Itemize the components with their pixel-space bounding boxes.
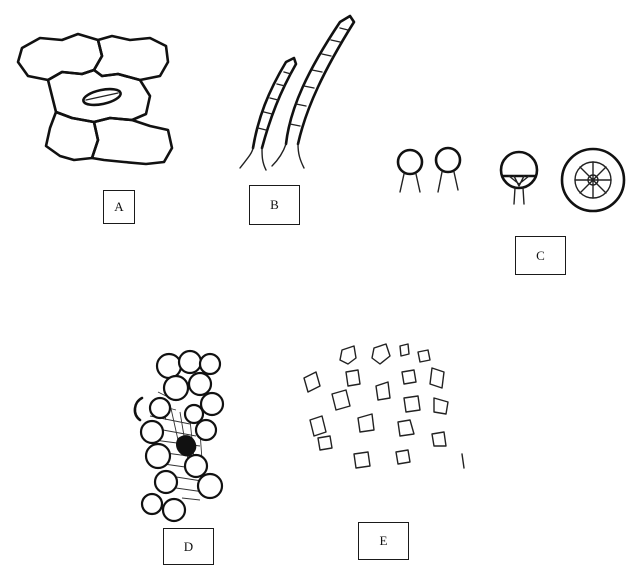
crystal	[376, 382, 390, 400]
crystal	[418, 350, 430, 362]
epidermal-cell	[92, 118, 172, 164]
crystal	[354, 452, 370, 468]
crystal	[304, 372, 320, 392]
crystal	[310, 416, 326, 436]
crystal	[398, 420, 414, 436]
parenchyma-cell	[163, 499, 185, 521]
parenchyma-cell	[157, 354, 181, 378]
panel-label-b: B	[249, 185, 300, 225]
crystal	[396, 450, 410, 464]
parenchyma-cell	[146, 444, 170, 468]
glandular-scale-side	[501, 152, 537, 188]
panel-c-glandular-hair-drawing	[398, 148, 624, 211]
crystal	[432, 432, 446, 446]
parenchyma-cell	[155, 471, 177, 493]
crystal	[346, 370, 360, 386]
panel-b-trichome-drawing	[240, 16, 354, 170]
crystal	[404, 396, 420, 412]
parenchyma-cell	[201, 393, 223, 415]
glandular-head	[398, 150, 422, 174]
panel-label-a: A	[103, 190, 135, 224]
panel-label-c: C	[515, 236, 566, 275]
epidermal-cell	[46, 112, 98, 160]
parenchyma-cell	[200, 354, 220, 374]
panel-label-e: E	[358, 522, 409, 560]
parenchyma-cell	[179, 351, 201, 373]
epidermal-cell	[94, 36, 168, 80]
crystal	[318, 436, 332, 450]
panel-d-parenchyma-drawing	[135, 351, 223, 521]
parenchyma-cell	[164, 376, 188, 400]
crystal	[372, 344, 390, 364]
parenchyma-cell	[185, 405, 203, 423]
parenchyma-cell	[150, 398, 170, 418]
parenchyma-cell	[198, 474, 222, 498]
parenchyma-cell	[189, 373, 211, 395]
glandular-head	[436, 148, 460, 172]
panel-label-d: D	[163, 528, 214, 565]
trichome-short	[253, 58, 296, 148]
parenchyma-cell	[142, 494, 162, 514]
panel-e-crystals-drawing	[304, 344, 464, 468]
crystal	[358, 414, 374, 432]
crystal	[400, 344, 409, 356]
crystal	[340, 346, 356, 364]
crystal	[430, 368, 444, 388]
crystal	[462, 454, 464, 468]
panel-a-epidermis-drawing	[18, 34, 172, 164]
crystal	[402, 370, 416, 384]
parenchyma-cell	[141, 421, 163, 443]
parenchyma-cell	[185, 455, 207, 477]
crystal	[434, 398, 448, 414]
crystal	[332, 390, 350, 410]
parenchyma-cell	[196, 420, 216, 440]
